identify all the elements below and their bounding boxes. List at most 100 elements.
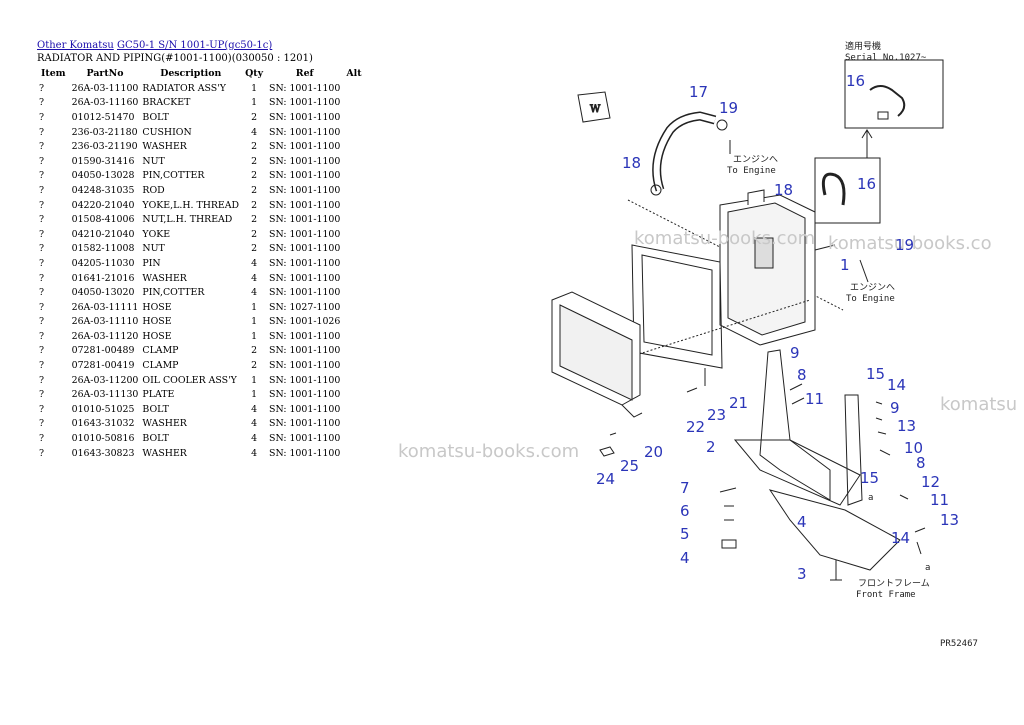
row-description: BOLT — [142, 433, 169, 445]
row-alt — [342, 183, 365, 198]
row-ref: SN: 1001-1100 — [269, 228, 341, 240]
row-item: ? — [39, 360, 45, 372]
row-qty: 1 — [251, 82, 258, 94]
row-ref: SN: 1001-1026 — [269, 316, 341, 328]
row-item: ? — [39, 141, 45, 153]
row-alt — [342, 417, 365, 432]
row-item: ? — [39, 184, 45, 196]
row-alt — [342, 96, 365, 111]
row-item: ? — [39, 433, 45, 445]
row-partno: 01012-51470 — [71, 111, 135, 123]
breadcrumb-link-brand[interactable]: Other Komatsu — [37, 40, 114, 51]
row-item: ? — [39, 257, 45, 269]
row-partno: 04050-13020 — [71, 287, 135, 299]
row-ref: SN: 1001-1100 — [269, 433, 341, 445]
serial-inset — [844, 59, 944, 158]
row-description: YOKE,L.H. THREAD — [142, 199, 240, 211]
row-partno: 26A-03-11110 — [71, 316, 139, 328]
row-partno: 07281-00419 — [71, 360, 135, 372]
row-qty: 1 — [251, 97, 258, 109]
to-engine-2: To Engine — [846, 294, 895, 304]
row-partno: 26A-03-11160 — [71, 97, 139, 109]
front-frame-jp: フロントフレーム — [858, 578, 930, 589]
row-ref: SN: 1001-1100 — [269, 374, 341, 386]
row-description: PIN,COTTER — [142, 287, 205, 299]
row-alt — [342, 212, 365, 227]
row-qty: 2 — [251, 199, 258, 211]
row-partno: 01643-30823 — [71, 447, 135, 459]
row-partno: 04220-21040 — [71, 199, 135, 211]
callout-24: 24 — [596, 470, 615, 488]
row-partno: 01590-31416 — [71, 155, 135, 167]
breadcrumb-link-model[interactable]: GC50-1 S/N 1001-UP(gc50-1c) — [116, 40, 273, 51]
col-header-qty: Qty — [245, 68, 264, 79]
parts-diagram: 適用号機 Serial No.1027~ — [398, 40, 1017, 649]
row-qty: 4 — [251, 403, 258, 415]
watermark-4: komatsu-books.com — [398, 441, 579, 462]
ref-letter-1: a — [868, 493, 873, 503]
row-qty: 4 — [251, 418, 258, 430]
row-description: CLAMP — [142, 345, 179, 357]
callout-20: 20 — [644, 443, 663, 461]
row-description: RADIATOR ASS'Y — [142, 82, 226, 94]
row-qty: 2 — [251, 155, 258, 167]
row-item: ? — [39, 199, 45, 211]
row-item: ? — [39, 82, 45, 94]
row-alt — [342, 387, 365, 402]
view-mark: W — [590, 104, 601, 115]
callout-22: 22 — [686, 418, 705, 436]
row-qty: 2 — [251, 360, 258, 372]
to-engine-1: To Engine — [727, 166, 776, 176]
watermark: komatsu-books.com — [634, 228, 815, 249]
row-qty: 1 — [251, 316, 258, 328]
row-alt — [342, 285, 365, 300]
callout-5: 5 — [680, 525, 690, 543]
callout-14b: 14 — [891, 529, 910, 547]
ref-letter-2: a — [925, 563, 930, 573]
callout-17: 17 — [689, 83, 708, 101]
callout-9: 9 — [790, 344, 800, 362]
callout-9b: 9 — [890, 399, 900, 417]
table-row: ? 04220-21040 YOKE,L.H. THREAD 2 SN: 1001-11… — [37, 198, 366, 213]
row-partno: 01641-21016 — [71, 272, 135, 284]
row-alt — [342, 110, 365, 125]
row-alt — [342, 300, 365, 315]
callout-18: 18 — [622, 154, 641, 172]
row-ref: SN: 1001-1100 — [269, 82, 341, 94]
row-ref: SN: 1001-1100 — [269, 141, 341, 153]
table-row: ? 01010-50816 BOLT 4 SN: 1001-1100 — [37, 431, 366, 446]
row-item: ? — [39, 345, 45, 357]
row-ref: SN: 1001-1100 — [269, 360, 341, 372]
callout-2: 2 — [706, 438, 716, 456]
row-ref: SN: 1001-1100 — [269, 418, 341, 430]
row-partno: 01010-50816 — [71, 433, 135, 445]
page-subtitle: RADIATOR AND PIPING(#1001-1100)(030050 :… — [37, 53, 313, 64]
row-description: BOLT — [142, 111, 169, 123]
row-alt — [342, 329, 365, 344]
row-qty: 4 — [251, 433, 258, 445]
row-ref: SN: 1001-1100 — [269, 389, 341, 401]
row-alt — [342, 256, 365, 271]
callout-25: 25 — [620, 457, 639, 475]
row-description: WASHER — [142, 141, 187, 153]
row-description: PLATE — [142, 389, 175, 401]
breadcrumb: Other Komatsu GC50-1 S/N 1001-UP(gc50-1c… — [37, 40, 272, 51]
row-description: NUT,L.H. THREAD — [142, 214, 233, 226]
row-partno: 26A-03-11100 — [71, 82, 139, 94]
row-ref: SN: 1001-1100 — [269, 199, 341, 211]
row-qty: 2 — [251, 214, 258, 226]
row-ref: SN: 1001-1100 — [269, 345, 341, 357]
row-item: ? — [39, 155, 45, 167]
callout-6: 6 — [680, 502, 690, 520]
row-description: ROD — [142, 184, 165, 196]
callout-18b: 18 — [774, 181, 793, 199]
